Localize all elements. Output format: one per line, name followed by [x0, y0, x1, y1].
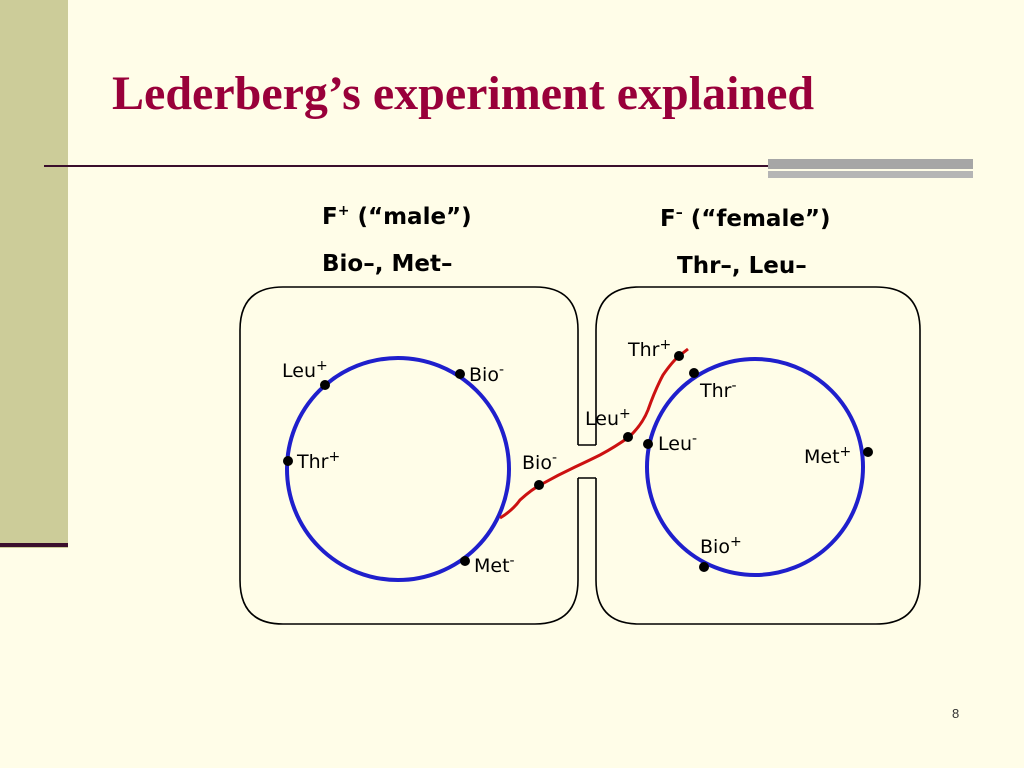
female-bio-label: Bio+ [700, 534, 742, 558]
male-header-line1: F+ (“male”) [322, 203, 472, 230]
male-chromosome [285, 356, 511, 582]
strand-bio-dot [534, 480, 544, 490]
sidebar-accent-line [0, 543, 68, 547]
male-leu-dot [320, 380, 330, 390]
female-header-line2: Thr–, Leu– [677, 253, 807, 279]
title-divider-accent-lower [768, 171, 973, 178]
male-bio-label: Bio- [469, 362, 504, 386]
strand-leu-label: Leu+ [585, 406, 631, 430]
female-cell-outline [595, 286, 921, 625]
female-bio-dot [699, 562, 709, 572]
strand-bio-label: Bio- [522, 450, 557, 474]
male-cell-outline [239, 286, 579, 625]
female-met-dot [863, 447, 873, 457]
male-met-label: Met- [474, 553, 515, 577]
female-header-line1: F– (“female”) [660, 205, 831, 232]
female-met-label: Met+ [804, 444, 851, 468]
strand-leu-dot [623, 432, 633, 442]
female-thr-dot [689, 368, 699, 378]
male-bio-dot [455, 369, 465, 379]
strand-thr-label: Thr+ [627, 337, 671, 361]
female-leu-dot [643, 439, 653, 449]
male-thr-dot [283, 456, 293, 466]
title-divider [44, 165, 814, 167]
female-leu-label: Leu- [658, 431, 697, 455]
female-thr-label: Thr- [699, 378, 737, 402]
strand-thr-dot [674, 351, 684, 361]
page-number: 8 [952, 706, 960, 721]
male-leu-label: Leu+ [282, 358, 328, 382]
sidebar-decoration [0, 0, 68, 548]
male-thr-label: Thr+ [296, 449, 340, 473]
male-header-line2: Bio–, Met– [322, 251, 452, 277]
female-chromosome [645, 357, 865, 577]
title-divider-accent [768, 159, 973, 169]
male-met-dot [460, 556, 470, 566]
slide-title: Lederberg’s experiment explained [112, 67, 815, 120]
transfer-strand [499, 347, 689, 520]
